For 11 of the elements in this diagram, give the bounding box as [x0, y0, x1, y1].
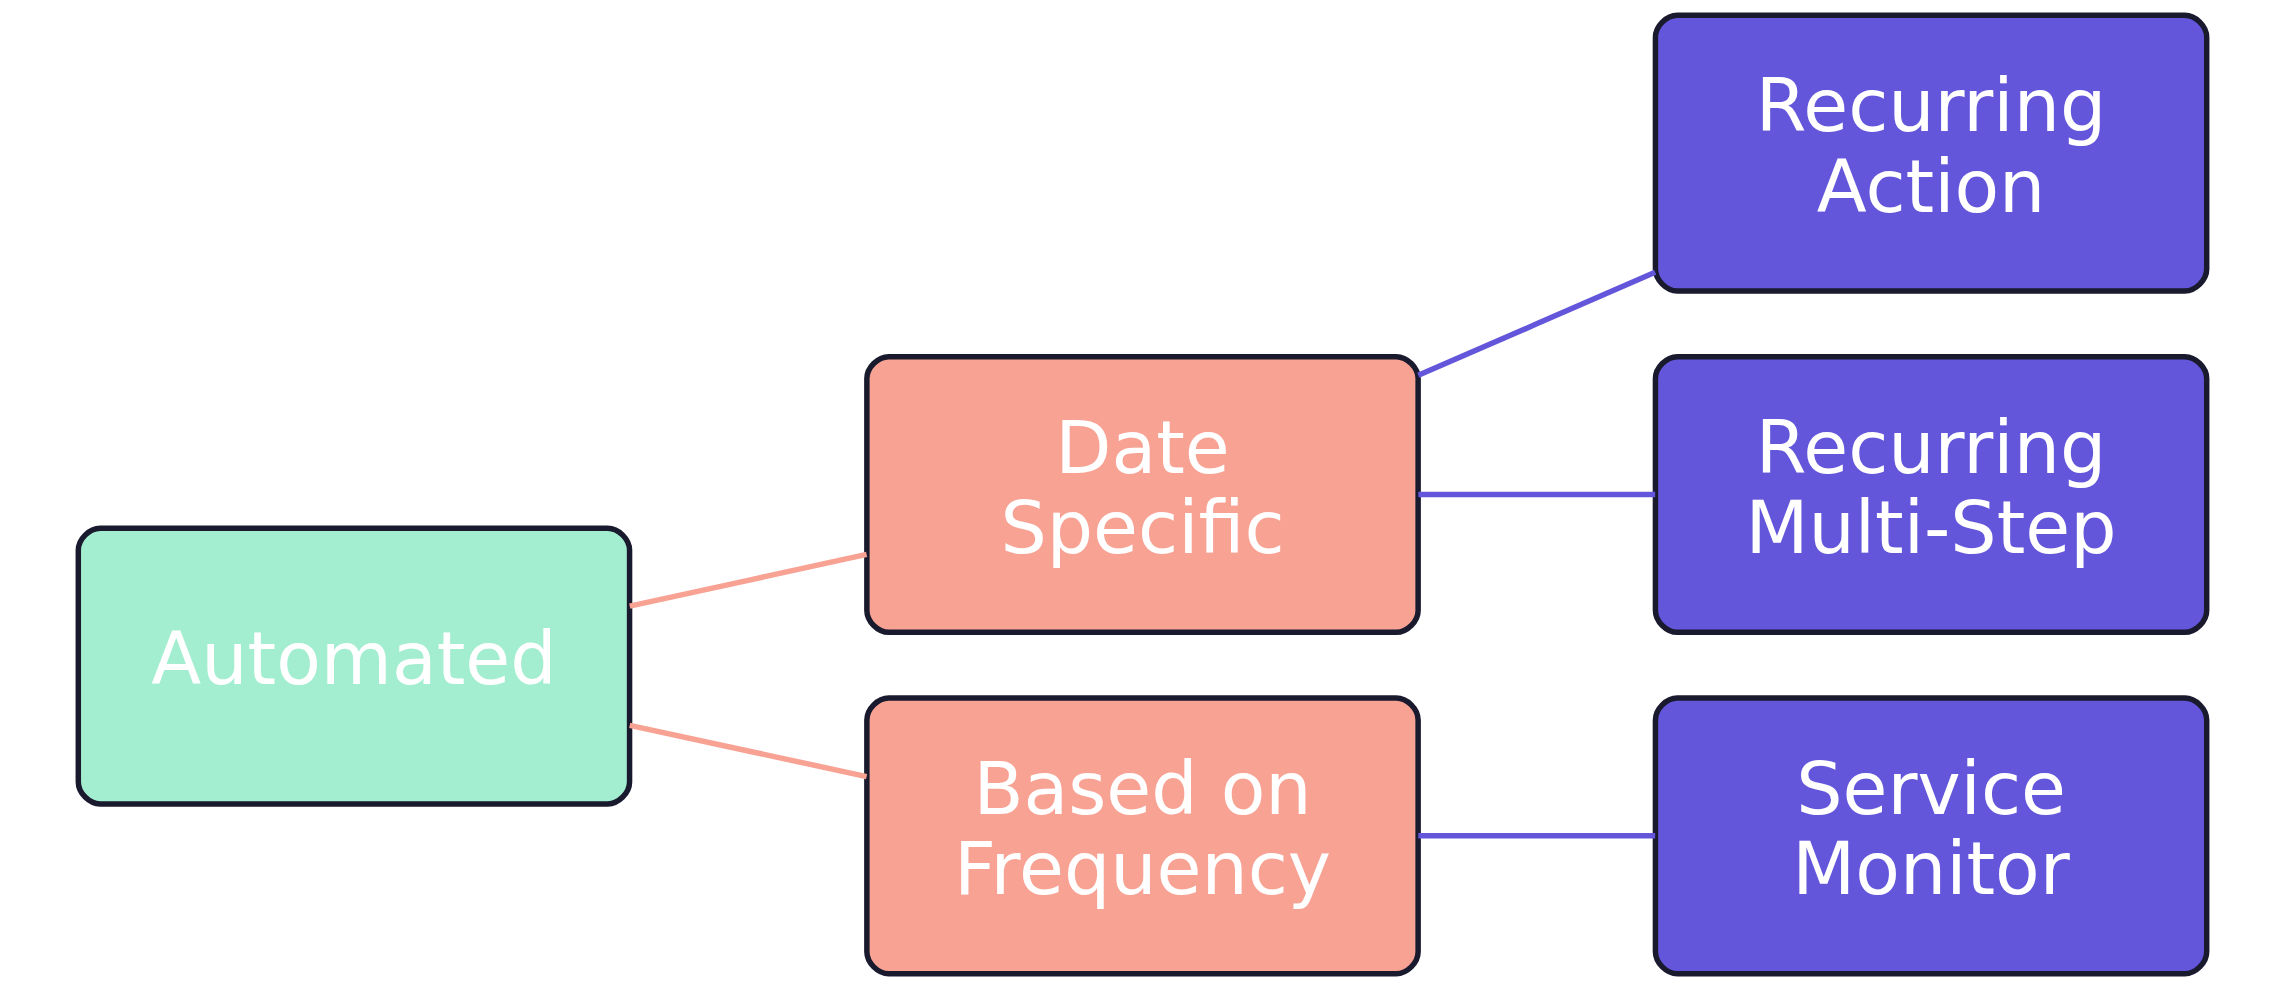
node-box: Automated [75, 525, 633, 807]
connector [1418, 491, 1656, 498]
node-box: Based on Frequency [864, 695, 1421, 977]
node-box: Recurring Action [1652, 12, 2210, 294]
node-box: Service Monitor [1652, 695, 2210, 977]
connector [1418, 833, 1656, 839]
node-box: Date Specific [864, 353, 1421, 636]
node-box: Recurring Multi-Step [1652, 353, 2210, 636]
connector [1417, 269, 1657, 378]
connector [629, 722, 868, 780]
connector [629, 551, 868, 609]
